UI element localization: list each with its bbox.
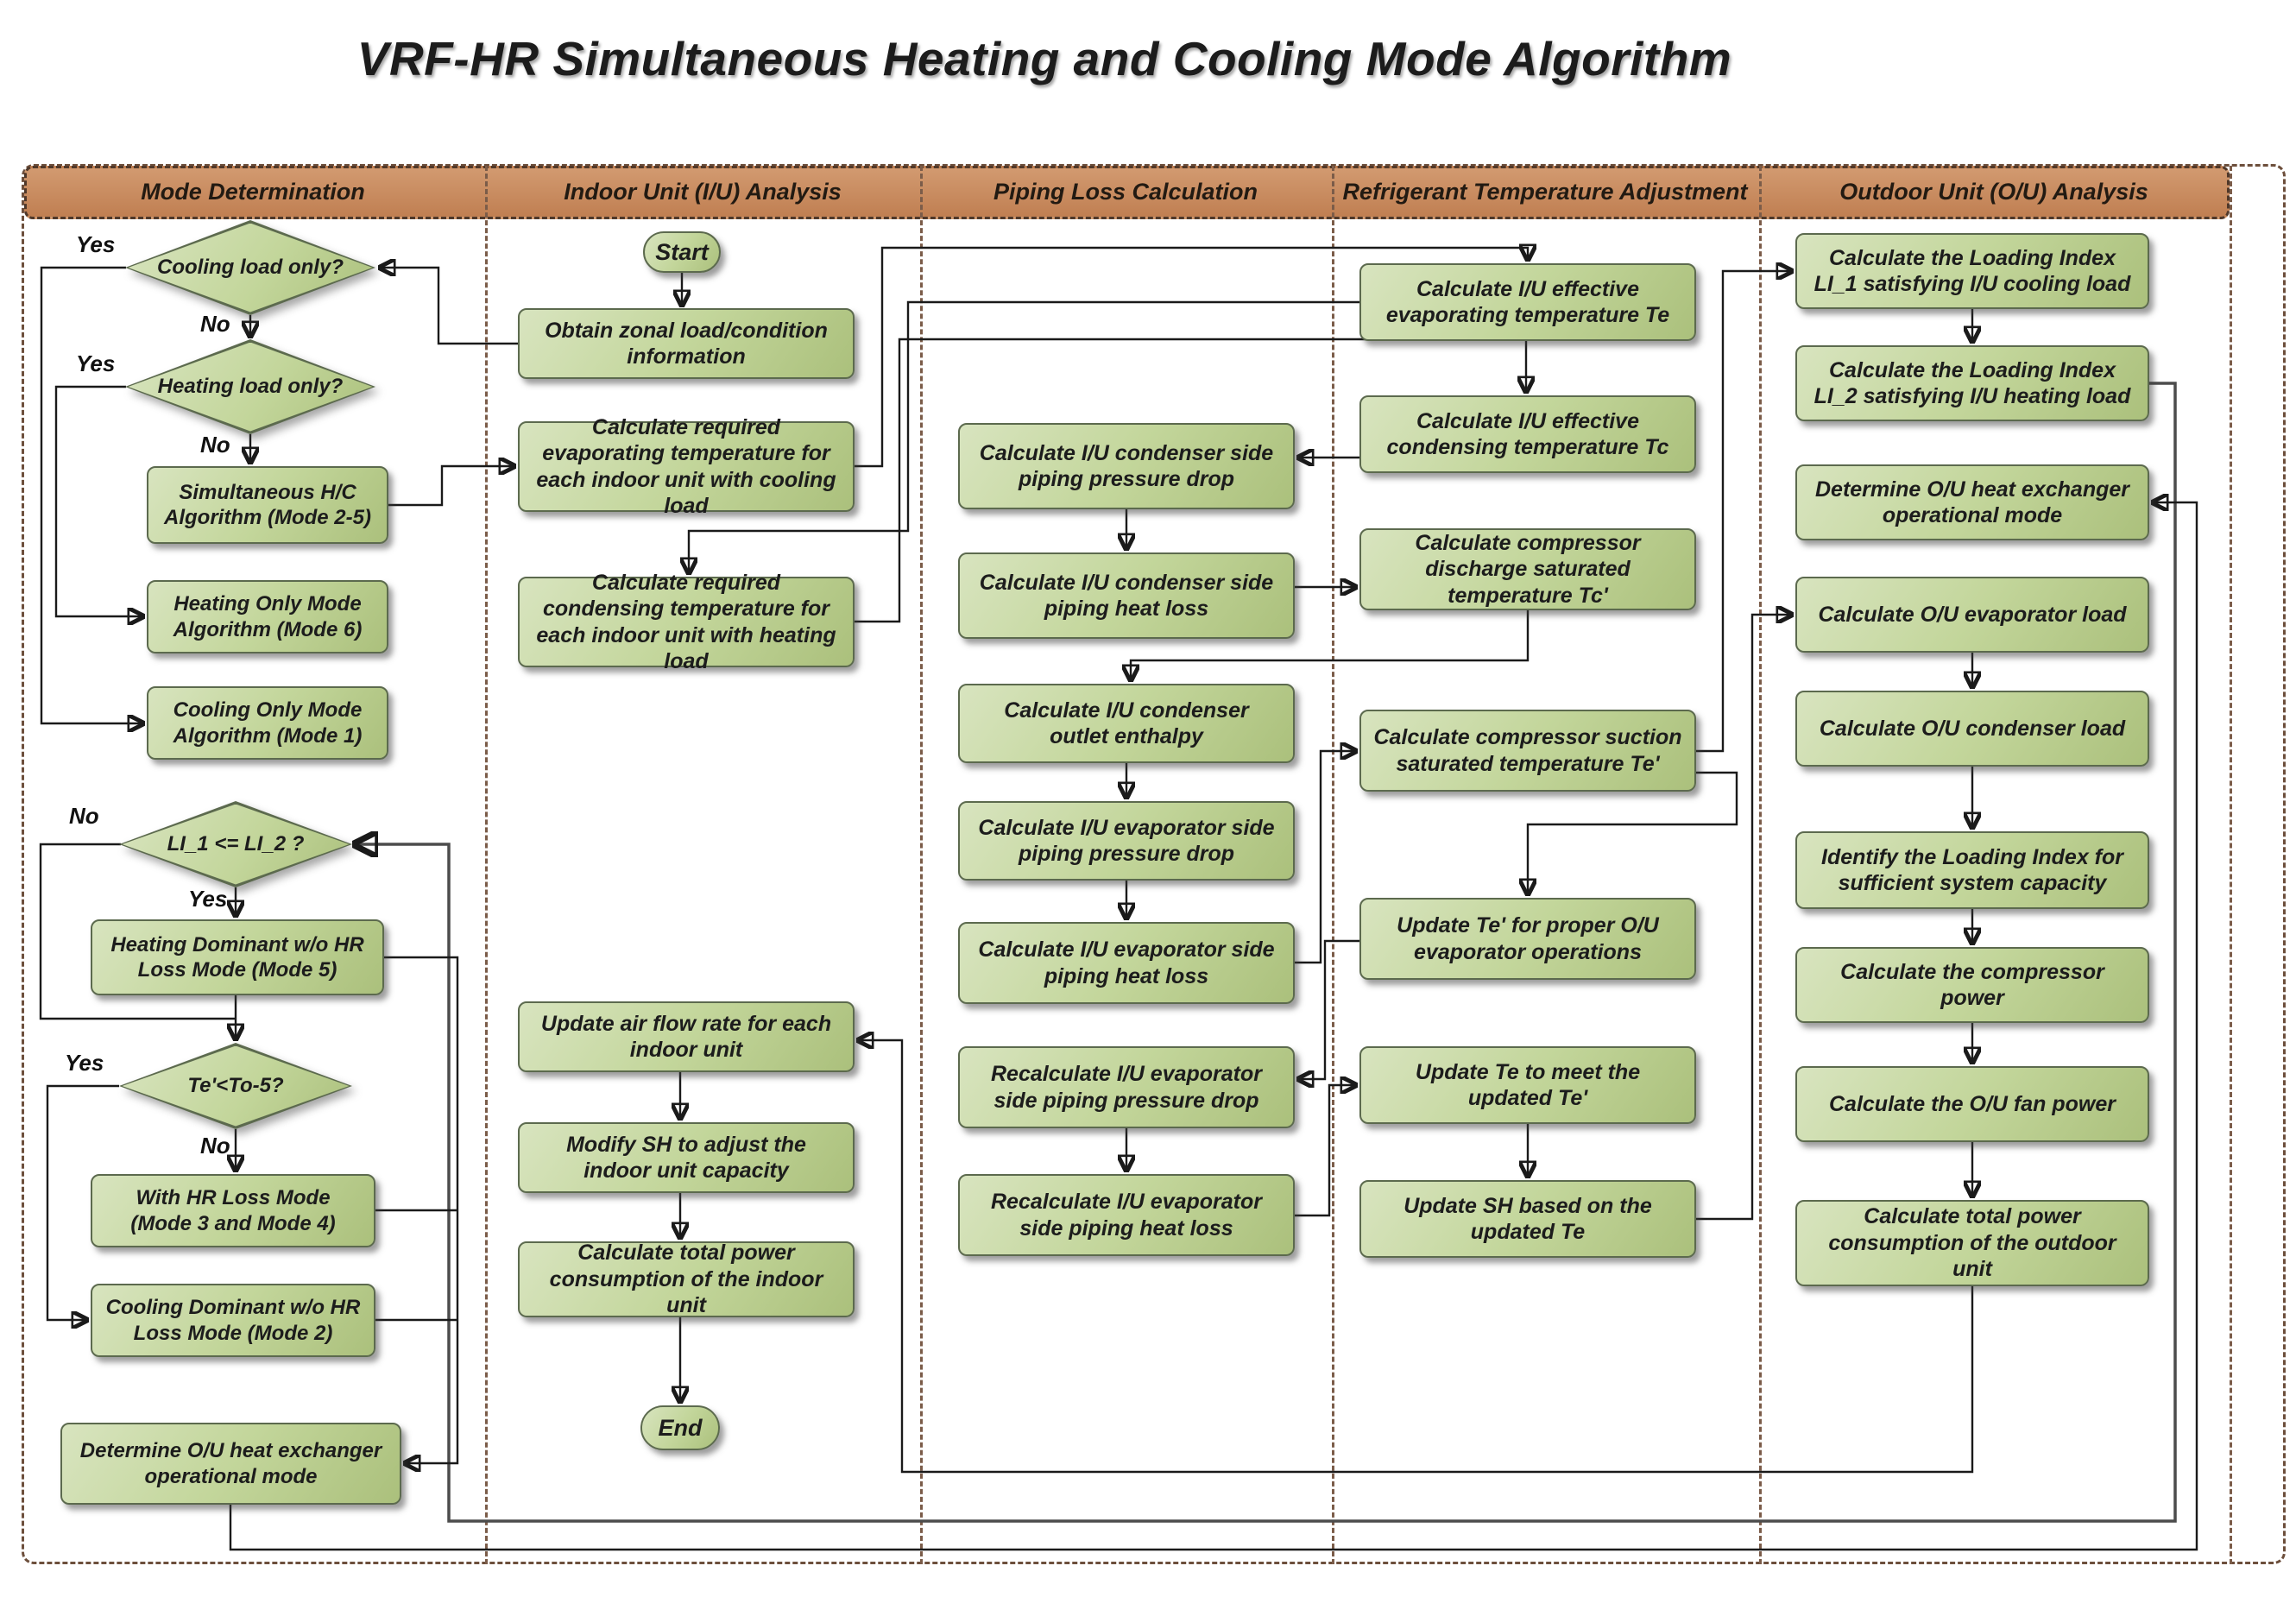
node-end: End bbox=[640, 1405, 720, 1450]
node-start: Start bbox=[643, 231, 721, 273]
node-suction-saturated-temp-teprime: Calculate compressor suction saturated t… bbox=[1359, 710, 1696, 792]
wire-tcprime-enthalpy bbox=[1131, 610, 1530, 679]
node-effective-evaporating-temp-te: Calculate I/U effective evaporating temp… bbox=[1359, 263, 1696, 341]
lane-header-indoor-unit-analysis: Indoor Unit (I/U) Analysis bbox=[564, 179, 842, 205]
wire-simultaneous-evaptemp bbox=[388, 466, 513, 507]
edge-label-no-te: No bbox=[200, 1133, 230, 1159]
node-total-power-outdoor-unit: Calculate total power consumption of the… bbox=[1795, 1200, 2149, 1286]
node-effective-condensing-temp-tc: Calculate I/U effective condensing tempe… bbox=[1359, 395, 1696, 473]
node-calc-required-evaporating-temp: Calculate required evaporating temperatu… bbox=[518, 415, 855, 518]
diagram-outer-border bbox=[22, 164, 2286, 1564]
node-loading-index-li1: Calculate the Loading Index LI_1 satisfy… bbox=[1795, 233, 2149, 309]
lane-divider-2 bbox=[920, 166, 923, 1564]
wire-li2-lidiamond-loop bbox=[357, 382, 2177, 1523]
diagram-title: VRF-HR Simultaneous Heating and Cooling … bbox=[356, 32, 1732, 85]
node-calc-required-condensing-temp: Calculate required condensing temperatur… bbox=[518, 571, 855, 673]
node-obtain-zonal-load: Obtain zonal load/condition information bbox=[518, 308, 855, 379]
node-discharge-saturated-temp-tcprime: Calculate compressor discharge saturated… bbox=[1359, 528, 1696, 610]
node-determine-ou-heat-exchanger-lane5: Determine O/U heat exchanger operational… bbox=[1795, 464, 2149, 540]
node-simultaneous-hc-algorithm: Simultaneous H/C Algorithm (Mode 2-5) bbox=[147, 466, 388, 544]
wire-teprime-updateteprime bbox=[1528, 771, 1738, 893]
wire-teprime-li1 bbox=[1696, 271, 1790, 753]
node-update-teprime: Update Te' for proper O/U evaporator ope… bbox=[1359, 898, 1696, 980]
node-cooling-only-mode: Cooling Only Mode Algorithm (Mode 1) bbox=[147, 686, 388, 760]
wire-recalchl-updatete bbox=[1295, 1085, 1354, 1217]
wire-updateteprime-recalcpd bbox=[1300, 939, 1359, 1079]
wire-determine1-determine5-loop bbox=[229, 502, 2198, 1551]
node-update-te: Update Te to meet the updated Te' bbox=[1359, 1046, 1696, 1124]
node-condenser-piping-pressure-drop: Calculate I/U condenser side piping pres… bbox=[958, 423, 1295, 509]
node-cooling-dominant-mode2: Cooling Dominant w/o HR Loss Mode (Mode … bbox=[91, 1284, 375, 1357]
node-identify-loading-index: Identify the Loading Index for sufficien… bbox=[1795, 831, 2149, 909]
edge-label-no-li: No bbox=[69, 803, 99, 829]
node-update-sh: Update SH based on the updated Te bbox=[1359, 1180, 1696, 1258]
lane-header-mode-determination: Mode Determination bbox=[141, 179, 365, 205]
node-condenser-outlet-enthalpy: Calculate I/U condenser outlet enthalpy bbox=[958, 684, 1295, 763]
wire-tediamond-yes bbox=[46, 1084, 119, 1320]
edge-label-no-heating: No bbox=[200, 432, 230, 458]
decision-li1-le-li2: LI_1 <= LI_2 ? bbox=[119, 801, 352, 887]
wire-condtemp-tc bbox=[855, 338, 1526, 623]
edge-label-no-cooling: No bbox=[200, 311, 230, 337]
node-compressor-power: Calculate the compressor power bbox=[1795, 947, 2149, 1023]
node-total-power-indoor-unit: Calculate total power consumption of the… bbox=[518, 1241, 855, 1317]
decision-teprime-lt-to5: Te'<To-5? bbox=[119, 1043, 352, 1129]
node-condenser-piping-heat-loss: Calculate I/U condenser side piping heat… bbox=[958, 552, 1295, 639]
lane-header-piping-loss-calculation: Piping Loss Calculation bbox=[993, 179, 1258, 205]
decision-cooling-load-only: Cooling load only? bbox=[125, 220, 375, 315]
wire-coolingdiamond-yes bbox=[40, 266, 142, 723]
node-with-hr-loss-mode: With HR Loss Mode (Mode 3 and Mode 4) bbox=[91, 1174, 375, 1247]
wire-obtain-coolingdiamond bbox=[382, 268, 518, 345]
lane-divider-3 bbox=[1332, 166, 1334, 1564]
lane-header-refrigerant-temperature-adjustment: Refrigerant Temperature Adjustment bbox=[1342, 179, 1748, 205]
lane-divider-5 bbox=[2230, 166, 2232, 1564]
edge-label-yes-te: Yes bbox=[65, 1050, 104, 1076]
edge-label-yes-heating: Yes bbox=[76, 350, 116, 376]
wire-lidiamond-no-loop bbox=[39, 843, 236, 1020]
node-recalc-evaporator-pressure-drop: Recalculate I/U evaporator side piping p… bbox=[958, 1046, 1295, 1128]
node-modify-sh: Modify SH to adjust the indoor unit capa… bbox=[518, 1122, 855, 1193]
lane-header-outdoor-unit-analysis: Outdoor Unit (O/U) Analysis bbox=[1839, 179, 2148, 205]
node-ou-fan-power: Calculate the O/U fan power bbox=[1795, 1066, 2149, 1142]
node-evaporator-piping-pressure-drop: Calculate I/U evaporator side piping pre… bbox=[958, 801, 1295, 881]
wire-te-condtemp bbox=[689, 300, 1359, 571]
swimlane-header-band bbox=[24, 166, 2230, 219]
node-evaporator-piping-heat-loss: Calculate I/U evaporator side piping hea… bbox=[958, 922, 1295, 1004]
wire-updatesh-evapload-loop bbox=[1696, 615, 1790, 1221]
edge-label-yes-cooling: Yes bbox=[76, 231, 116, 257]
node-ou-condenser-load: Calculate O/U condenser load bbox=[1795, 691, 2149, 767]
decision-heating-load-only: Heating load only? bbox=[125, 339, 375, 434]
node-update-air-flow-rate: Update air flow rate for each indoor uni… bbox=[518, 1001, 855, 1072]
wire-evaptemp-te bbox=[855, 248, 1528, 468]
node-ou-evaporator-load: Calculate O/U evaporator load bbox=[1795, 577, 2149, 653]
wire-totalpowerou-updateairflow-loop bbox=[860, 1040, 1974, 1474]
lane-divider-4 bbox=[1759, 166, 1762, 1564]
edge-label-yes-li: Yes bbox=[188, 886, 228, 912]
node-determine-ou-heat-exchanger-lane1: Determine O/U heat exchanger operational… bbox=[60, 1423, 401, 1505]
node-recalc-evaporator-heat-loss: Recalculate I/U evaporator side piping h… bbox=[958, 1174, 1295, 1256]
wire-heatingdiamond-yes bbox=[54, 385, 142, 616]
node-loading-index-li2: Calculate the Loading Index LI_2 satisfy… bbox=[1795, 345, 2149, 421]
node-heating-only-mode: Heating Only Mode Algorithm (Mode 6) bbox=[147, 580, 388, 653]
lane-divider-1 bbox=[485, 166, 488, 1564]
node-heating-dominant-mode5: Heating Dominant w/o HR Loss Mode (Mode … bbox=[91, 919, 384, 995]
wire-evaphl-teprime bbox=[1295, 751, 1354, 964]
